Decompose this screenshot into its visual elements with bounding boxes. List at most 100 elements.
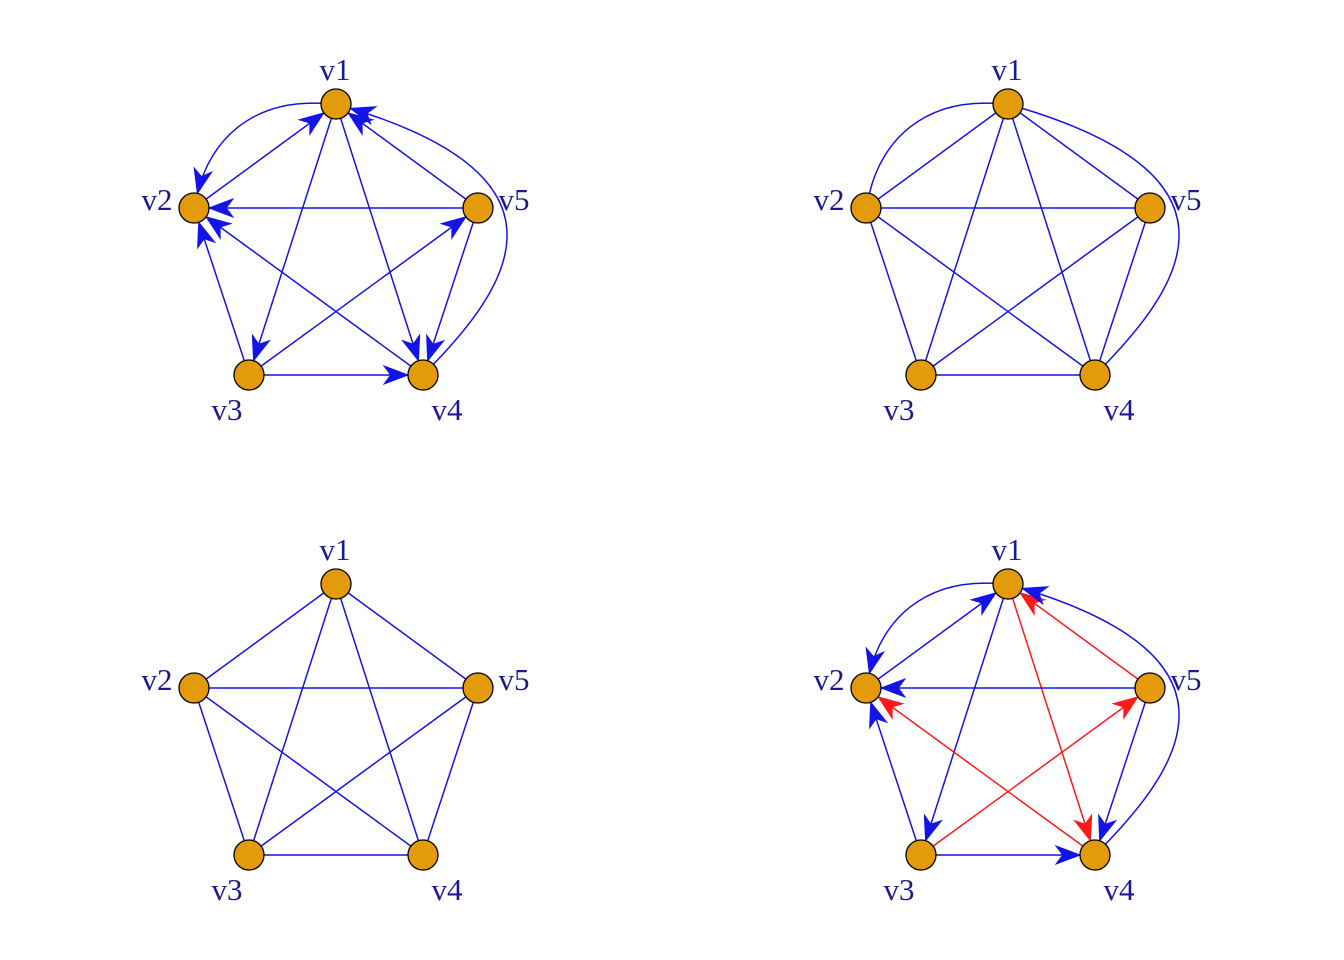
node-label-v3: v3 (884, 392, 915, 427)
edge-v1-v4 (1011, 118, 1092, 361)
node-label-v5: v5 (1171, 182, 1202, 217)
edge-v2-v1 (877, 112, 997, 200)
node-v2 (850, 672, 882, 704)
node-label-v4: v4 (432, 392, 464, 427)
node-v1 (992, 568, 1024, 600)
edge-v1-v2 (868, 582, 994, 674)
edge-v4-v1 (1022, 587, 1180, 845)
node-label-v1: v1 (992, 532, 1023, 567)
node-label-v2: v2 (142, 662, 173, 697)
node-label-v5: v5 (1171, 662, 1202, 697)
edge-v1-v4 (339, 118, 420, 361)
edge-v4-v5 (426, 702, 475, 841)
node-label-v4: v4 (432, 872, 464, 907)
node-v3 (233, 839, 265, 871)
node-label-v3: v3 (212, 872, 243, 907)
edge-group (868, 102, 1180, 376)
node-v4 (1079, 839, 1111, 871)
node-label-v3: v3 (212, 392, 243, 427)
graph-panel-top-right: v1 v2 v3 v4 v5 (814, 52, 1202, 427)
node-v1 (320, 568, 352, 600)
arrowhead-v3-v5 (1111, 695, 1140, 720)
edge-v1-v2 (868, 102, 994, 194)
arrowhead-v1-v4 (401, 333, 421, 363)
edge-v1-v3 (252, 118, 333, 361)
node-label-v5: v5 (499, 662, 530, 697)
node-label-v4: v4 (1104, 392, 1136, 427)
arrowhead-group (193, 106, 468, 386)
edge-v5-v4 (1098, 702, 1147, 841)
edge-v5-v1 (1019, 592, 1139, 680)
edge-v1-v3 (252, 598, 333, 841)
edge-v3-v5 (260, 696, 467, 847)
node-v3 (905, 839, 937, 871)
edge-v3-v2 (869, 702, 918, 841)
edge-v4-v2 (877, 696, 1084, 847)
edge-v5-v1 (347, 112, 467, 200)
node-label-v1: v1 (992, 52, 1023, 87)
edge-v1-v4 (339, 598, 420, 841)
edge-v5-v4 (1098, 222, 1147, 361)
node-v1 (320, 88, 352, 120)
arrowhead-v3-v2 (869, 700, 889, 730)
edge-v3-v5 (260, 216, 467, 367)
edge-v4-v2 (877, 216, 1084, 367)
arrowhead-v1-v3 (923, 813, 943, 843)
arrowhead-v4-v1 (348, 106, 378, 126)
edge-v5-v1 (1019, 112, 1139, 200)
edge-v4-v1 (1022, 107, 1180, 365)
arrowhead-v1-v2 (865, 646, 886, 675)
edge-group (197, 592, 475, 856)
arrowhead-v3-v4 (382, 364, 410, 386)
arrowhead-v3-v4 (1054, 844, 1082, 866)
edge-v3-v5 (932, 696, 1139, 847)
edge-v1-v3 (924, 118, 1005, 361)
arrowhead-v1-v2 (193, 166, 214, 195)
arrowhead-v3-v2 (197, 220, 217, 250)
node-label-v4: v4 (1104, 872, 1136, 907)
node-v5 (1134, 672, 1166, 704)
edge-group (868, 582, 1180, 856)
edge-v2-v1 (877, 592, 997, 680)
edge-v2-v1 (205, 112, 325, 200)
edge-v3-v2 (869, 222, 918, 361)
node-v4 (407, 359, 439, 391)
node-v5 (462, 192, 494, 224)
edge-v1-v3 (924, 598, 1005, 841)
edge-group (196, 102, 508, 376)
node-label-v2: v2 (814, 662, 845, 697)
node-v3 (905, 359, 937, 391)
edge-v1-v2 (205, 592, 325, 680)
arrowhead-v4-v2 (876, 695, 905, 720)
node-label-v2: v2 (814, 182, 845, 217)
edge-v1-v5 (347, 592, 467, 680)
node-label-v5: v5 (499, 182, 530, 217)
node-v4 (1079, 359, 1111, 391)
edge-v3-v2 (197, 222, 246, 361)
edge-v3-v5 (932, 216, 1139, 367)
arrowhead-group (865, 586, 1140, 866)
node-v3 (233, 359, 265, 391)
arrowhead-v2-v1 (969, 592, 998, 617)
node-v4 (407, 839, 439, 871)
arrowhead-v1-v4 (1073, 813, 1093, 843)
arrowhead-v4-v2 (204, 215, 233, 240)
node-v2 (850, 192, 882, 224)
edge-v2-v3 (197, 702, 246, 841)
arrowhead-v5-v4 (426, 333, 446, 363)
arrowhead-v3-v5 (439, 215, 468, 240)
arrowhead-v5-v4 (1098, 813, 1118, 843)
node-label-v1: v1 (320, 52, 351, 87)
node-v5 (1134, 192, 1166, 224)
node-v2 (178, 672, 210, 704)
arrowhead-v1-v3 (251, 333, 271, 363)
arrowhead-v5-v2 (879, 677, 907, 699)
arrowhead-v4-v1 (1020, 586, 1050, 606)
edge-v1-v4 (1011, 598, 1092, 841)
node-v2 (178, 192, 210, 224)
